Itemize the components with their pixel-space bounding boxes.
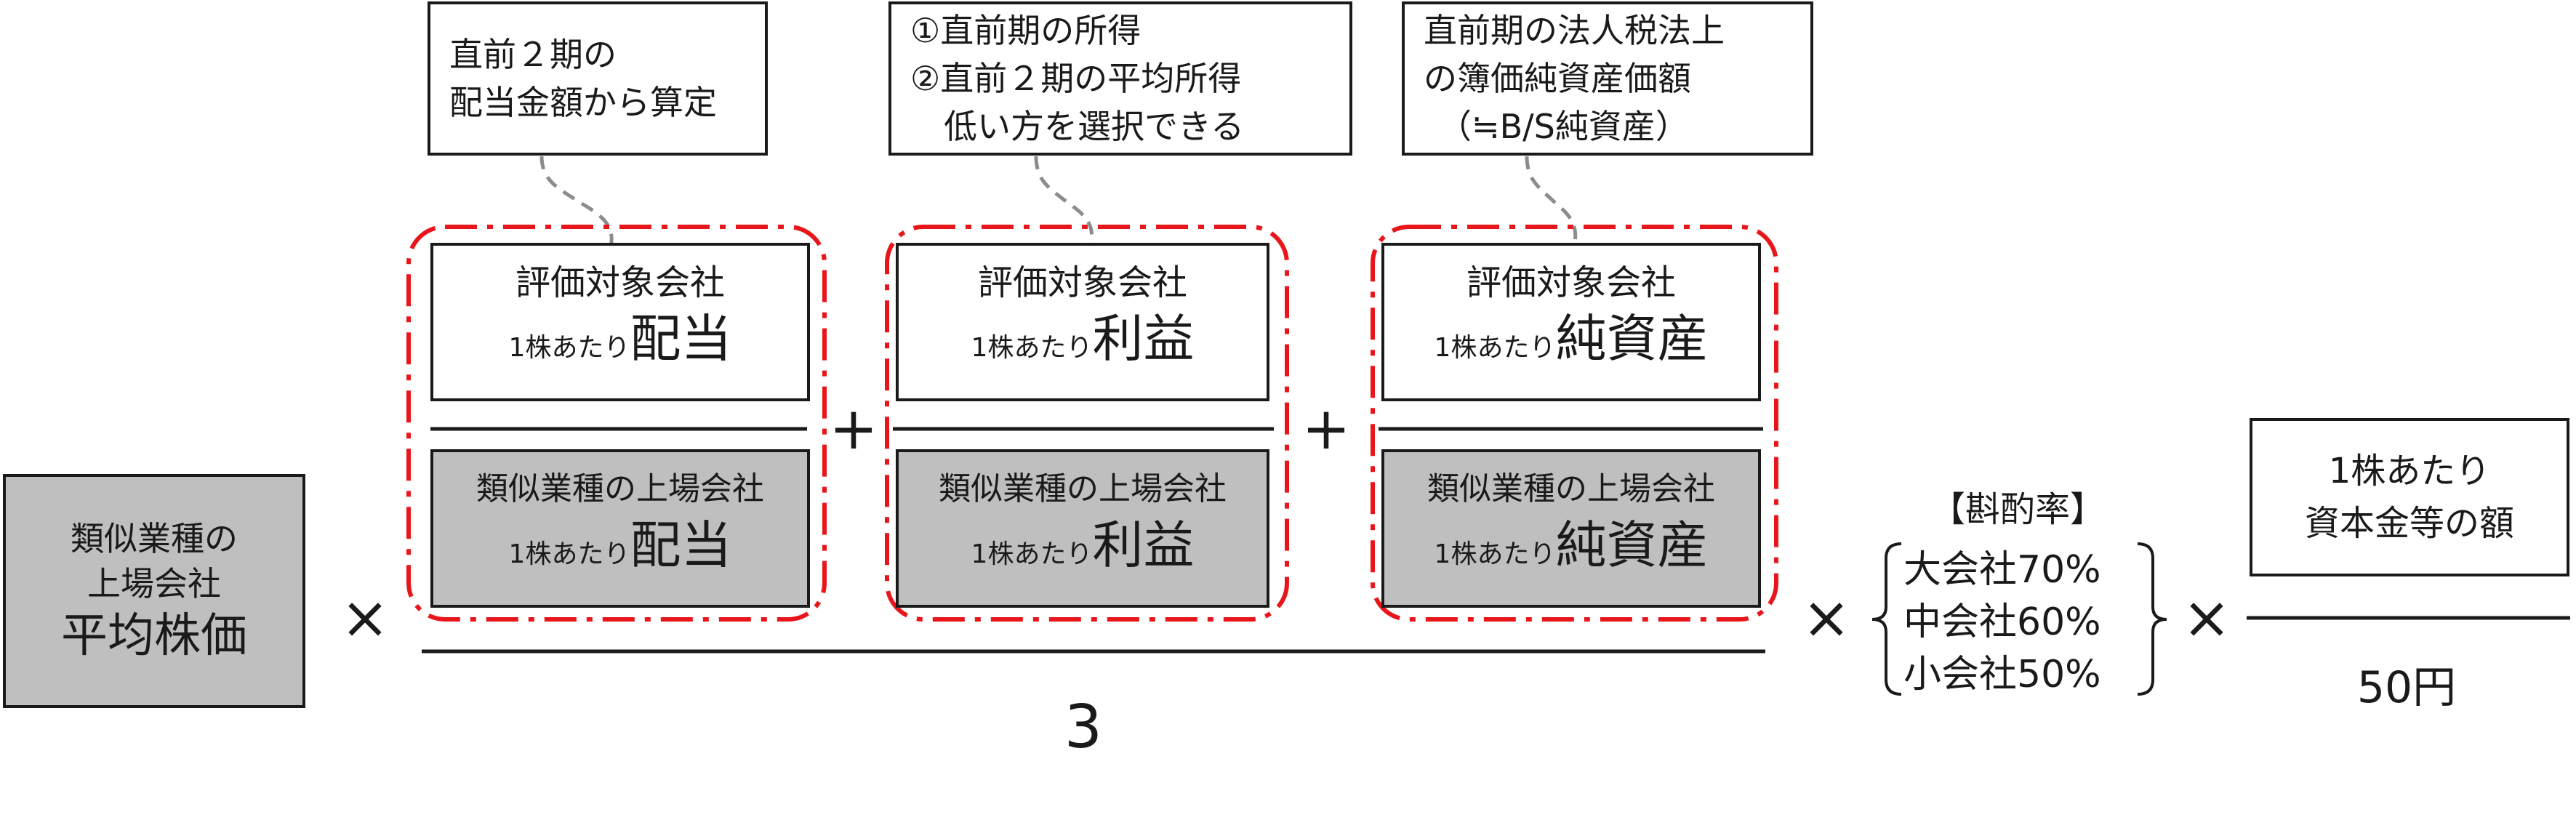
callout-net-assets-line3: （≒B/S純資産） <box>1438 107 1689 146</box>
capital-denominator: 50円 <box>2356 662 2457 713</box>
discount-large: 大会社70% <box>1903 547 2101 592</box>
listed-dividend-prefix: 1株あたり <box>508 539 630 569</box>
plus-sign-2: + <box>1301 395 1351 462</box>
discount-title: 【斟酌率】 <box>1930 489 2105 530</box>
discount-small: 小会社50% <box>1903 652 2101 696</box>
connector-profit <box>1034 156 1094 248</box>
callout-net-assets: 直前期の法人税法上 の簿価純資産価額 （≒B/S純資産） <box>1402 1 1813 156</box>
subject-dividend-box: 評価対象会社 1株あたり配当 <box>430 243 810 401</box>
subject-profit-title: 評価対象会社 <box>977 262 1187 303</box>
listed-dividend-box: 類似業種の上場会社 1株あたり配当 <box>430 449 810 608</box>
group-frame-net-assets <box>1371 225 1778 622</box>
listed-net-assets-box: 類似業種の上場会社 1株あたり純資産 <box>1381 449 1761 608</box>
subject-dividend-prefix: 1株あたり <box>508 332 630 363</box>
callout-net-assets-line1: 直前期の法人税法上 <box>1424 11 1725 50</box>
callout-profit-line3: 低い方を選択できる <box>944 107 1245 146</box>
subject-net-assets-prefix: 1株あたり <box>1434 332 1556 363</box>
group-frame-dividend <box>406 225 827 622</box>
multiply-sign-3: × <box>2182 584 2231 651</box>
discount-list: 大会社70% 中会社60% 小会社50% <box>1903 541 2143 696</box>
multiply-sign-2: × <box>1802 584 1851 651</box>
left-brace <box>1871 542 1902 696</box>
connector-dividend <box>539 156 614 248</box>
listed-profit-box: 類似業種の上場会社 1株あたり利益 <box>896 449 1269 608</box>
callout-net-assets-line2: の簿価純資産価額 <box>1424 59 1691 98</box>
listed-net-assets-prefix: 1株あたり <box>1434 539 1556 569</box>
multiply-sign-1: × <box>340 584 390 651</box>
main-denominator: 3 <box>1064 692 1103 762</box>
subject-net-assets-box: 評価対象会社 1株あたり純資産 <box>1381 243 1761 401</box>
listed-net-assets-term: 純資産 <box>1555 515 1709 575</box>
capital-line1: 1株あたり <box>2328 451 2491 491</box>
similar-industry-price-box: 類似業種の 上場会社 平均株価 <box>3 474 305 708</box>
discount-medium: 中会社60% <box>1903 600 2101 644</box>
subject-profit-box: 評価対象会社 1株あたり利益 <box>896 243 1269 401</box>
subject-profit-term: 利益 <box>1092 308 1195 369</box>
subject-net-assets-title: 評価対象会社 <box>1466 262 1676 303</box>
listed-profit-term: 利益 <box>1092 515 1195 575</box>
callout-profit-line2: ②直前２期の平均所得 <box>910 59 1242 98</box>
left-box-line2: 上場会社 <box>87 564 221 603</box>
listed-dividend-term: 配当 <box>630 515 732 575</box>
listed-dividend-title: 類似業種の上場会社 <box>476 470 764 507</box>
callout-dividend-line1: 直前２期の <box>449 35 617 74</box>
callout-profit: ①直前期の所得 ②直前２期の平均所得 低い方を選択できる <box>888 1 1352 156</box>
capital-per-share-box: 1株あたり 資本金等の額 <box>2250 418 2569 576</box>
left-box-line1: 類似業種の <box>71 519 238 558</box>
subject-profit-prefix: 1株あたり <box>971 332 1093 363</box>
listed-profit-prefix: 1株あたり <box>971 539 1093 569</box>
subject-dividend-title: 評価対象会社 <box>515 262 725 303</box>
plus-sign-1: + <box>829 395 878 462</box>
capital-line2: 資本金等の額 <box>2304 503 2514 544</box>
connector-net-assets <box>1525 156 1578 248</box>
callout-dividend: 直前２期の 配当金額から算定 <box>428 1 768 156</box>
subject-net-assets-term: 純資産 <box>1555 308 1709 369</box>
callout-profit-line1: ①直前期の所得 <box>910 11 1141 50</box>
right-brace <box>2137 542 2167 696</box>
listed-net-assets-title: 類似業種の上場会社 <box>1427 470 1715 507</box>
callout-dividend-line2: 配当金額から算定 <box>449 83 717 122</box>
left-box-line3: 平均株価 <box>61 609 247 663</box>
group-frame-profit <box>885 225 1289 622</box>
subject-dividend-term: 配当 <box>630 308 732 369</box>
listed-profit-title: 類似業種の上場会社 <box>939 470 1227 507</box>
